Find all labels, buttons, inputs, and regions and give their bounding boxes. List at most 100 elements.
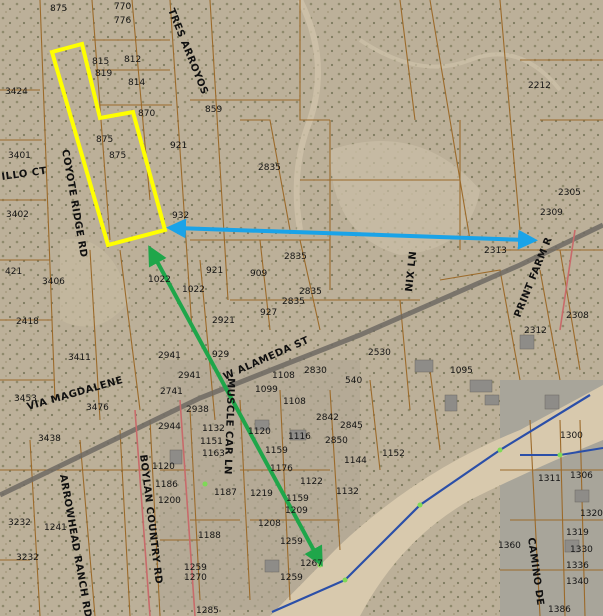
parcel-label: 812: [124, 55, 141, 65]
parcel-label: 1132: [202, 424, 225, 434]
parcel-label: 1200: [158, 496, 181, 506]
parcel-label: 2941: [158, 351, 181, 361]
parcel-label: 2312: [524, 326, 547, 336]
parcel-label: 1270: [184, 573, 207, 583]
parcel-label: 2212: [528, 81, 551, 91]
parcel-label: 1336: [566, 561, 589, 571]
parcel-label: 1108: [283, 397, 306, 407]
parcel-label: 909: [250, 269, 267, 279]
parcel-label: 1132: [336, 487, 359, 497]
parcel-label: 2830: [304, 366, 327, 376]
parcel-label: 3411: [68, 353, 91, 363]
parcel-label: 421: [5, 267, 22, 277]
parcel-label: 870: [138, 109, 155, 119]
blue-distance-arrow: [166, 218, 538, 250]
parcel-label: 932: [172, 211, 189, 221]
parcel-label: 3453: [14, 394, 37, 404]
river-wash: [270, 385, 603, 616]
parcel-label: 2309: [540, 208, 563, 218]
parcel-label: 927: [260, 308, 277, 318]
parcel-label: 1320: [580, 509, 603, 519]
parcel-label: 875: [50, 4, 67, 14]
parcel-label: 1208: [258, 519, 281, 529]
parcel-label: 1360: [498, 541, 521, 551]
parcel-label: 1116: [288, 432, 311, 442]
parcel-label: 3406: [42, 277, 65, 287]
parcel-label: 1022: [182, 285, 205, 295]
parcel-label: 1176: [270, 464, 293, 474]
parcel-label: 1259: [280, 573, 303, 583]
parcel-label: 1241: [44, 523, 67, 533]
parcel-label: 770: [114, 2, 131, 12]
parcel-label: 2835: [258, 163, 281, 173]
parcel-label: 2418: [16, 317, 39, 327]
parcel-label: 3232: [16, 553, 39, 563]
parcel-label: 929: [212, 350, 229, 360]
parcel-label: 815: [92, 57, 109, 67]
parcel-label: 1319: [566, 528, 589, 538]
parcel-label: 2921: [212, 316, 235, 326]
parcel-label: 1311: [538, 474, 561, 484]
parcel-label: 1267: [300, 559, 323, 569]
parcel-label: 1209: [285, 506, 308, 516]
parcel-label: 814: [128, 78, 145, 88]
green-distance-arrow: [148, 245, 323, 567]
parcel-label: 2944: [158, 422, 181, 432]
parcel-label: 2842: [316, 413, 339, 423]
parcel-label: 2305: [558, 188, 581, 198]
parcel-label: 859: [205, 105, 222, 115]
parcel-label: 1219: [250, 489, 273, 499]
parcel-label: 1259: [280, 537, 303, 547]
parcel-label: 2741: [160, 387, 183, 397]
parcel-label: 2313: [484, 246, 507, 256]
parcel-label: 2835: [284, 252, 307, 262]
w-alameda-road: [0, 222, 603, 498]
parcel-label: 1188: [198, 531, 221, 541]
parcel-label: 3232: [8, 518, 31, 528]
parcel-label: 1144: [344, 456, 367, 466]
parcel-label: 1122: [300, 477, 323, 487]
parcel-label: 2941: [178, 371, 201, 381]
parcel-label: 1159: [265, 446, 288, 456]
parcel-label: 1187: [214, 488, 237, 498]
parcel-label: 1386: [548, 605, 571, 615]
parcel-label: 2845: [340, 421, 363, 431]
prince-farm-road: [559, 229, 576, 331]
street-label-muscle-car: MUSCLE CAR LN: [222, 378, 236, 475]
parcel-label: 875: [109, 151, 126, 161]
parcel-label: 2850: [325, 436, 348, 446]
parcel-label: 875: [96, 135, 113, 145]
parcel-label: 1159: [286, 494, 309, 504]
street-label-nix-ln: NIX LN: [404, 250, 419, 292]
parcel-label: 1120: [152, 462, 175, 472]
parcel-label: 1330: [570, 545, 593, 555]
parcel-label: 3402: [6, 210, 29, 220]
parcel-label: 1095: [450, 366, 473, 376]
parcel-label: 1306: [570, 471, 593, 481]
parcel-label: 1108: [272, 371, 295, 381]
parcel-label: 2835: [282, 297, 305, 307]
parcel-label: 776: [114, 16, 131, 26]
parcel-label: 2835: [299, 287, 322, 297]
parcel-label: 3476: [86, 403, 109, 413]
parcel-label: 1099: [255, 385, 278, 395]
parcel-label: 1259: [184, 563, 207, 573]
highlighted-parcel[interactable]: [49, 41, 168, 248]
parcel-label: 3401: [8, 151, 31, 161]
parcel-label: 540: [345, 376, 362, 386]
parcel-label: 921: [206, 266, 223, 276]
parcel-label: 1300: [560, 431, 583, 441]
parcel-label: 1151: [200, 437, 223, 447]
parcel-label: 819: [95, 69, 112, 79]
parcel-label: 3424: [5, 87, 28, 97]
parcel-label: 2308: [566, 311, 589, 321]
parcel-label: 1022: [148, 275, 171, 285]
boylan-country-road: [134, 409, 151, 616]
parcel-label: 2938: [186, 405, 209, 415]
parcel-label: 1120: [248, 427, 271, 437]
parcel-label: 1163: [202, 449, 225, 459]
parcel-label: 921: [170, 141, 187, 151]
parcel-label: 2530: [368, 348, 391, 358]
